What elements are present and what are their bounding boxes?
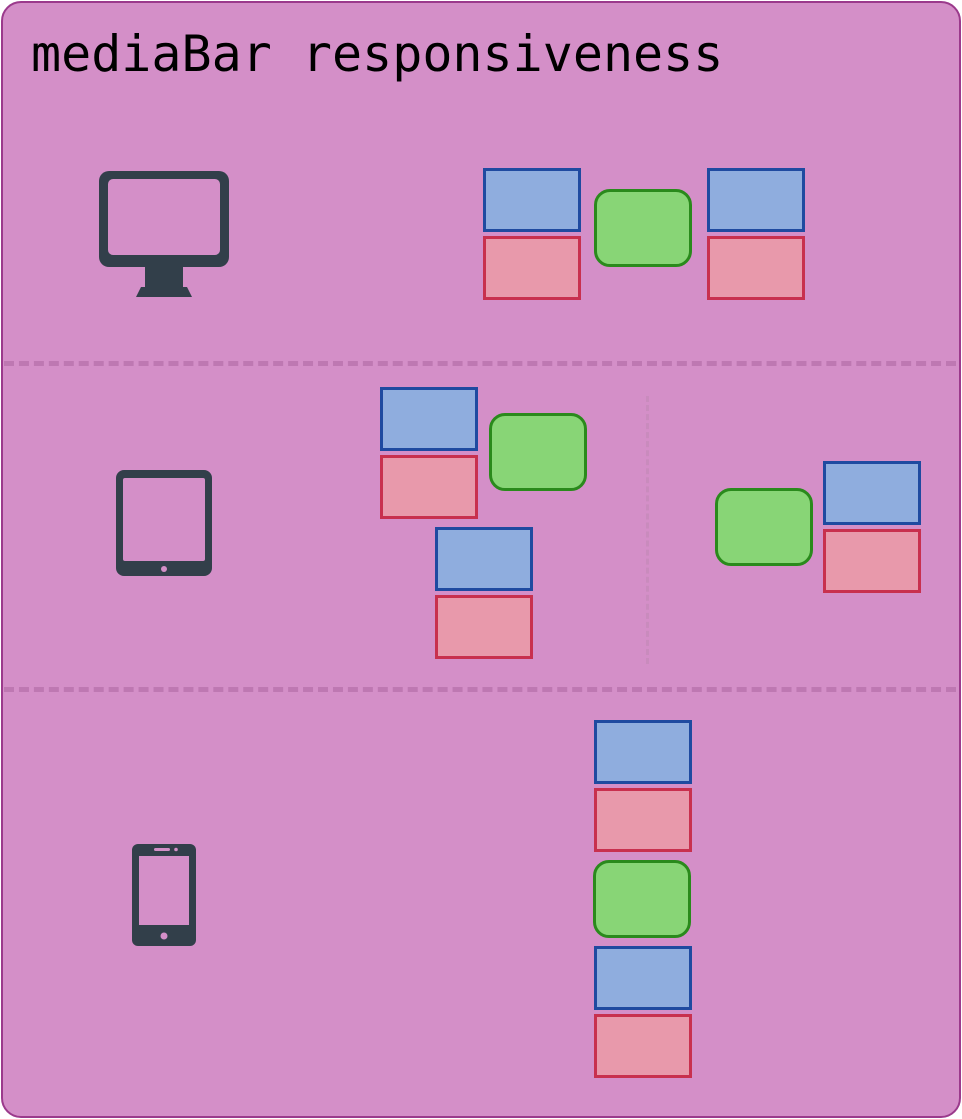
media-button-bottom	[594, 1014, 692, 1078]
section-divider	[4, 687, 956, 692]
phone-icon	[132, 844, 196, 946]
media-button-bottom	[483, 236, 581, 300]
desktop-icon	[99, 171, 229, 297]
tablet-icon	[116, 470, 212, 576]
media-button-top	[594, 720, 692, 784]
media-button-top	[823, 461, 921, 525]
media-button-top	[435, 527, 533, 591]
media-button-top	[707, 168, 805, 232]
media-bar-center	[715, 488, 813, 566]
tablet-layout-divider	[646, 396, 649, 664]
media-button-top	[380, 387, 478, 451]
media-button-bottom	[380, 455, 478, 519]
diagram-title: mediaBar responsiveness	[31, 25, 724, 83]
section-divider	[4, 361, 956, 366]
media-button-bottom	[823, 529, 921, 593]
media-bar-center	[593, 860, 691, 938]
media-bar-center	[489, 413, 587, 491]
media-button-top	[483, 168, 581, 232]
media-button-bottom	[594, 788, 692, 852]
media-button-top	[594, 946, 692, 1010]
media-bar-center	[594, 189, 692, 267]
media-button-bottom	[707, 236, 805, 300]
media-button-bottom	[435, 595, 533, 659]
